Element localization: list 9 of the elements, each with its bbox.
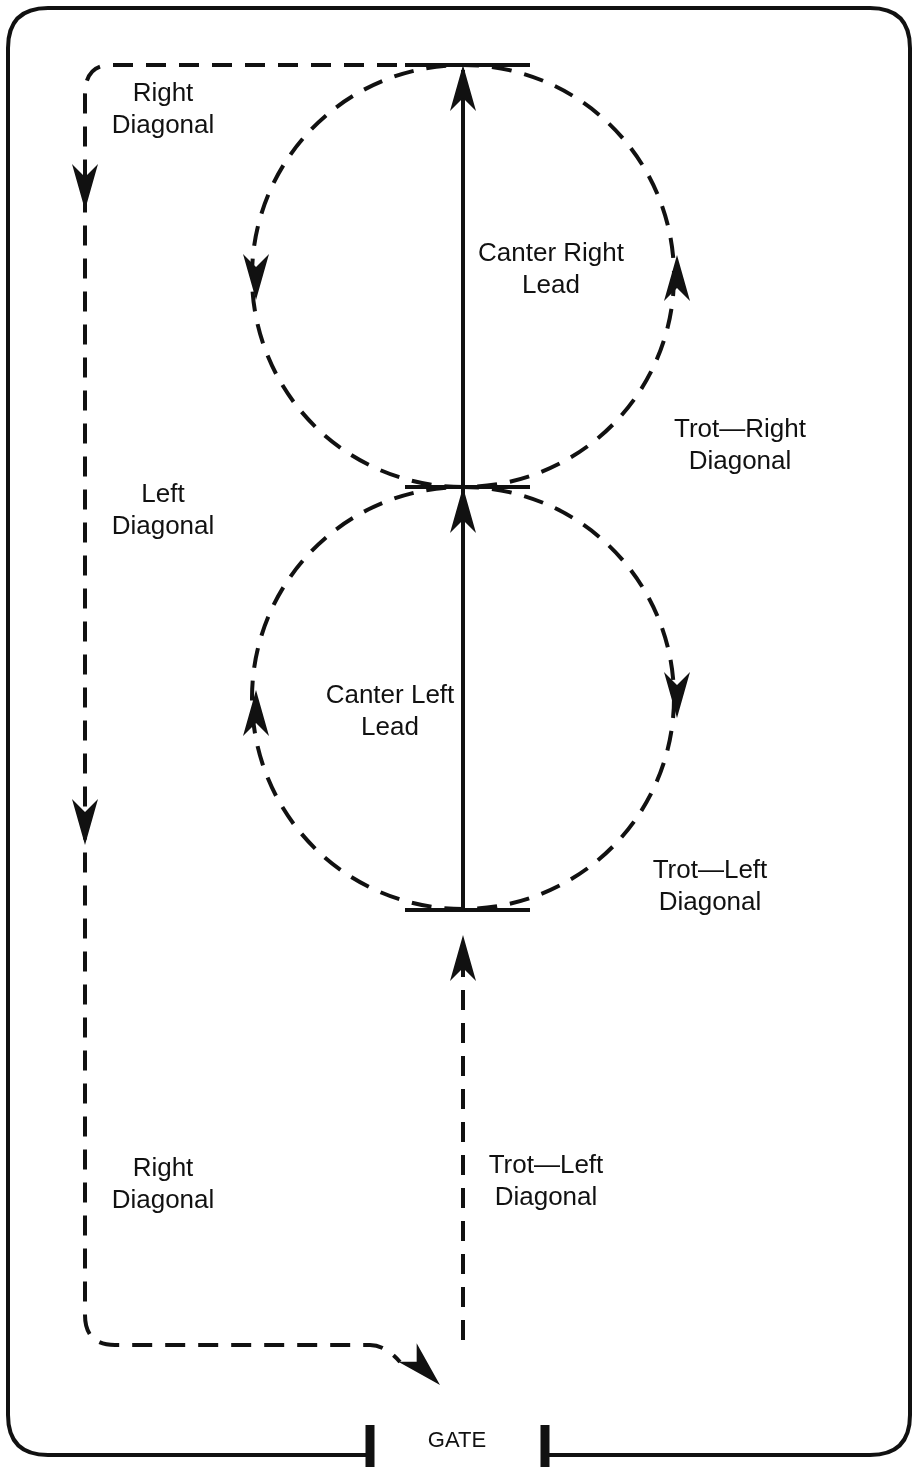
path-label: Right Diagonal [110,1151,216,1215]
gait-label: Canter Right Lead [477,236,625,300]
gait-label: Canter Left Lead [324,678,456,742]
gait-label: Trot—Left Diagonal [651,853,769,917]
gait-label: Trot—Left Diagonal [487,1148,605,1212]
gait-label: Trot—Right Diagonal [673,412,807,476]
path-label: Left Diagonal [110,477,216,541]
gate-label: GATE [426,1426,488,1454]
path-label: Right Diagonal [110,76,216,140]
